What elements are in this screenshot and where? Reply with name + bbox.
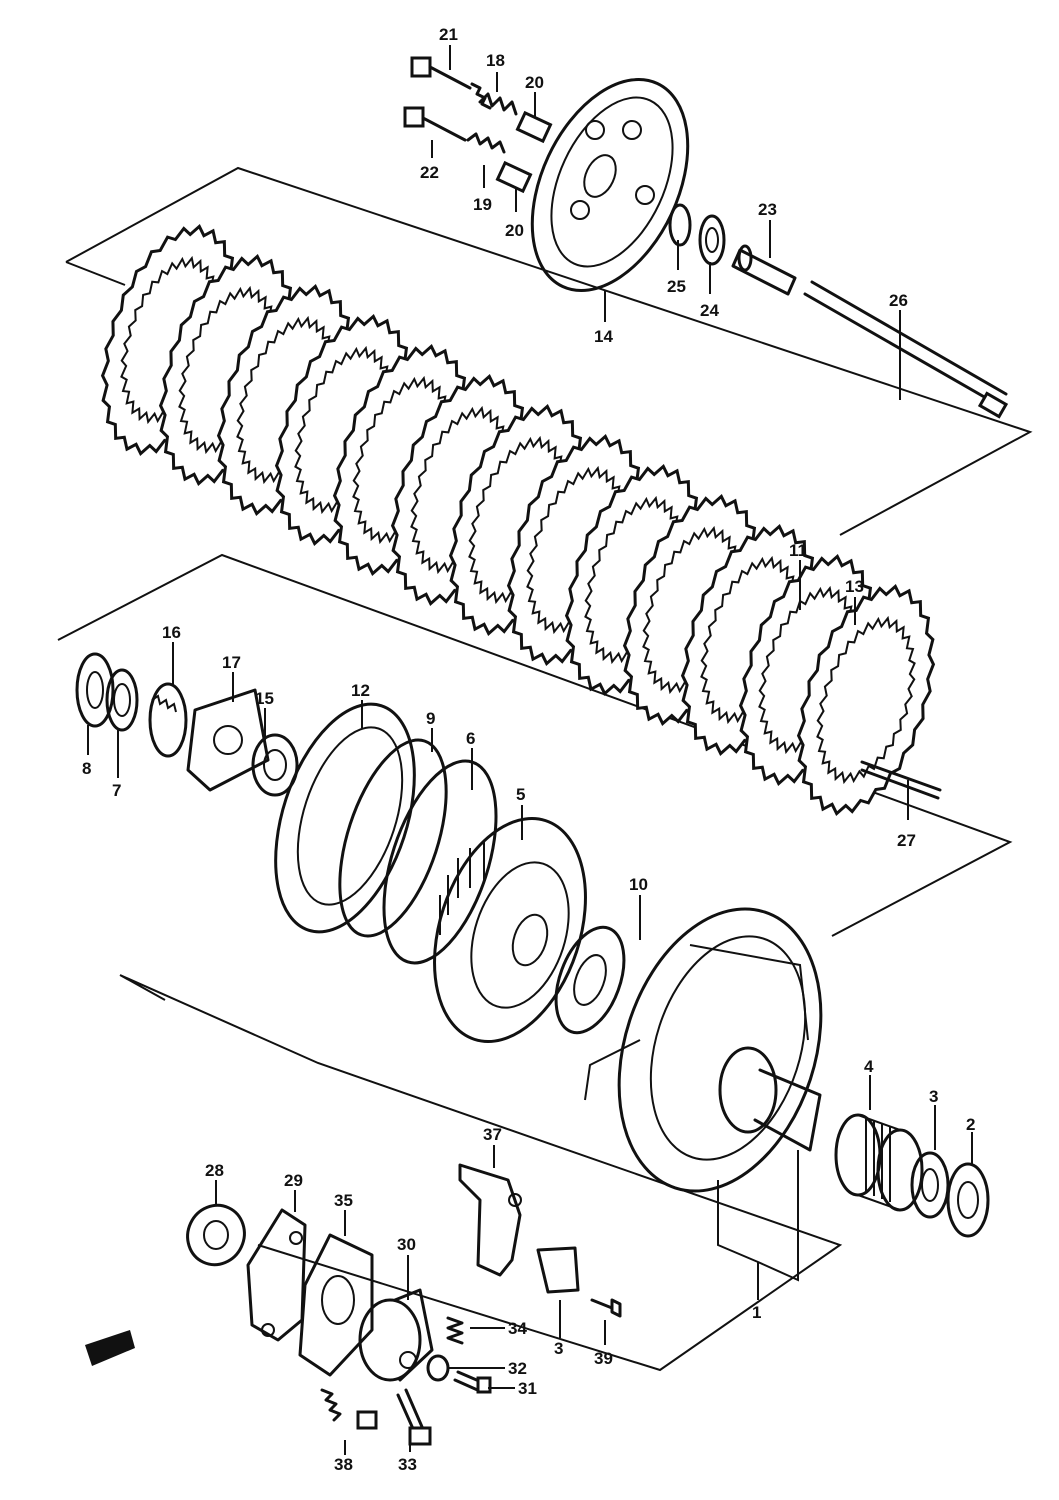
leader-lines [87, 45, 973, 1455]
callout-38: 38 [334, 1455, 353, 1474]
callout-30: 30 [397, 1235, 416, 1254]
center-group-outline [57, 553, 1013, 937]
callout-20a: 20 [525, 73, 544, 92]
callout-39: 39 [594, 1349, 613, 1368]
seat-ring-6 [382, 759, 498, 965]
lever-plate-29 [246, 1208, 307, 1342]
callout-6: 6 [466, 729, 475, 748]
lever-group-outline [119, 974, 843, 1372]
callout-19: 19 [473, 195, 492, 214]
callout-13: 13 [845, 577, 864, 596]
callout-9: 9 [426, 709, 435, 728]
callout-11: 11 [789, 541, 807, 560]
plate-group-outline [65, 166, 1033, 536]
washer-7 [105, 668, 139, 732]
oil-seal-2 [946, 1162, 990, 1238]
housing-bracket-line [717, 1150, 799, 1282]
detached-spring [85, 1330, 135, 1366]
plain-plate [796, 583, 936, 817]
pressure-plate [530, 78, 690, 292]
push-rod [860, 760, 942, 800]
callout-2: 2 [966, 1115, 975, 1134]
needle-bearing-spacer [834, 1113, 924, 1212]
callout-22: 22 [420, 163, 439, 182]
callout-15: 15 [255, 689, 274, 708]
bearing-28 [186, 1203, 246, 1267]
callout-18: 18 [486, 51, 505, 70]
pump-housing [186, 688, 270, 792]
release-rod [731, 244, 1009, 419]
callout-33: 33 [398, 1455, 417, 1474]
clutch-spring [478, 92, 553, 144]
callout-3: 3 [929, 1087, 938, 1106]
callout-28: 28 [205, 1161, 224, 1180]
callout-labels: 21 18 20 22 19 20 23 25 24 26 14 11 13 2… [82, 25, 975, 1474]
callout-4: 4 [864, 1057, 874, 1076]
callout-25: 25 [667, 277, 686, 296]
callout-34: 34 [508, 1319, 527, 1338]
callout-31: 31 [518, 1379, 537, 1398]
washer-8 [75, 652, 115, 728]
callout-5: 5 [516, 785, 525, 804]
callout-10: 10 [629, 875, 648, 894]
callout-32: 32 [508, 1359, 527, 1378]
spring-ring-9 [338, 738, 448, 938]
callout-3b: 3 [554, 1339, 563, 1358]
callout-29: 29 [284, 1171, 303, 1190]
callout-23: 23 [758, 200, 777, 219]
clutch-sleeve-hub [274, 702, 416, 934]
thrust-washer-10 [554, 925, 626, 1035]
screw-33 [396, 1388, 432, 1446]
callout-17: 17 [222, 653, 241, 672]
cover-clip-3 [536, 1246, 580, 1294]
callout-8: 8 [82, 759, 91, 778]
screw-39 [590, 1298, 622, 1318]
clutch-housing [584, 907, 823, 1193]
callout-27: 27 [897, 831, 916, 850]
bearing-15 [251, 733, 299, 797]
screw-38 [320, 1388, 378, 1430]
callout-26: 26 [889, 291, 908, 310]
callout-37: 37 [483, 1125, 502, 1144]
callout-14: 14 [594, 327, 613, 346]
spring-34 [446, 1316, 464, 1345]
lever-bracket-37 [458, 1163, 522, 1277]
clutch-bolt-lower [403, 106, 533, 194]
thrust-washer-3 [910, 1151, 950, 1219]
callout-24: 24 [700, 301, 719, 320]
screw-31 [453, 1370, 492, 1394]
callout-20b: 20 [505, 221, 524, 240]
callout-7: 7 [112, 781, 121, 800]
callout-12: 12 [351, 681, 370, 700]
pump-drive-gear [148, 682, 188, 758]
release-bearing [668, 203, 726, 266]
ring-32 [426, 1354, 450, 1382]
callout-21: 21 [439, 25, 458, 44]
lever-gasket-35 [298, 1233, 374, 1377]
callout-35: 35 [334, 1191, 353, 1210]
callout-16: 16 [162, 623, 181, 642]
primary-driven-gear [433, 817, 587, 1043]
clutch-plate-stack [100, 223, 936, 817]
clutch-bolt [410, 56, 492, 110]
callout-1: 1 [752, 1303, 761, 1322]
